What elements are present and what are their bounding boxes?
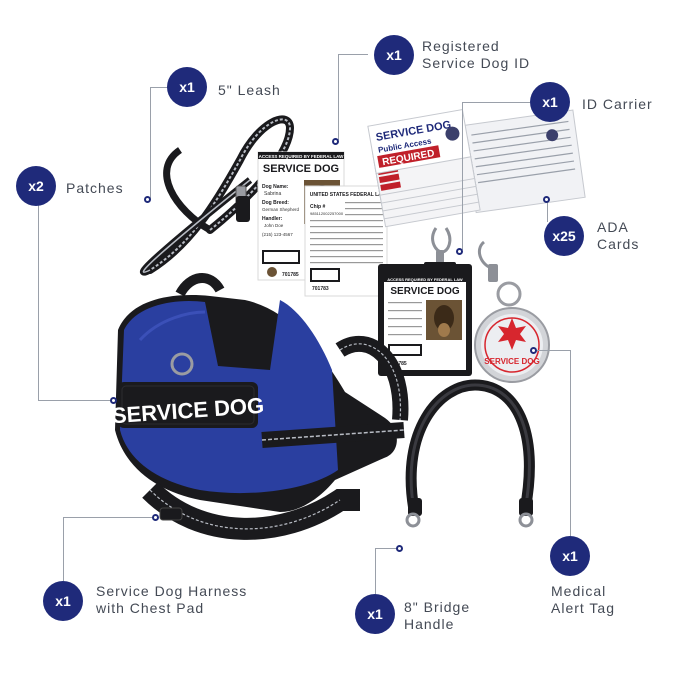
id-carrier-qty-badge: x1 xyxy=(530,82,570,122)
id-carrier-label: ID Carrier xyxy=(582,96,653,112)
leader-dot xyxy=(152,514,159,521)
leader-line xyxy=(375,548,376,594)
id-card-number: 701785 xyxy=(282,272,299,278)
leader-line xyxy=(150,87,151,200)
registered-id-label: Registered Service Dog ID xyxy=(422,38,530,72)
leader-line xyxy=(338,54,339,140)
medical-tag-label: Medical Alert Tag xyxy=(551,583,615,617)
id-back-number: 701783 xyxy=(312,286,329,292)
leader-dot xyxy=(456,248,463,255)
leader-line xyxy=(150,87,174,88)
leader-line xyxy=(462,102,463,250)
bridge-handle-image xyxy=(405,379,535,528)
leash-label: 5" Leash xyxy=(218,82,281,98)
medical-tag-text: SERVICE DOG xyxy=(484,357,539,366)
leader-dot xyxy=(110,397,117,404)
harness-label: Service Dog Harness with Chest Pad xyxy=(96,583,247,617)
leader-line xyxy=(570,350,571,536)
leader-dot xyxy=(530,347,537,354)
id-card-breed-label: Dog Breed: xyxy=(262,200,289,206)
service-dog-id-card-back: UNITED STATES FEDERAL LAW Chip # 9851120… xyxy=(304,185,388,297)
id-card-breed-value: German Shepherd xyxy=(262,207,300,212)
harness-label-line-2: with Chest Pad xyxy=(96,600,205,616)
ada-cards-qty-badge: x25 xyxy=(544,216,584,256)
leader-dot xyxy=(332,138,339,145)
service-dog-harness-image: SERVICE DOG xyxy=(111,273,409,540)
leash-qty-badge: x1 xyxy=(167,67,207,107)
id-back-chip-value: 985112002257000 xyxy=(310,211,344,216)
id-card-handler-value: John Doe xyxy=(264,223,284,228)
leader-line xyxy=(38,400,114,401)
leader-line xyxy=(63,517,156,518)
ada-cards-label: ADA Cards xyxy=(597,219,639,253)
medical-tag-label-line-1: Medical xyxy=(551,583,607,599)
id-card-name-label: Dog Name: xyxy=(262,184,289,190)
id-card-header: ACCESS REQUIRED BY FEDERAL LAW xyxy=(259,154,345,159)
leader-line xyxy=(338,54,368,55)
medical-alert-tag-image: SERVICE DOG xyxy=(474,240,550,383)
bridge-handle-label-line-2: Handle xyxy=(404,616,455,632)
id-card-handler-label: Handler: xyxy=(262,216,283,222)
leader-dot xyxy=(396,545,403,552)
id-card-title: SERVICE DOG xyxy=(263,163,339,175)
medical-tag-label-line-2: Alert Tag xyxy=(551,600,615,616)
ada-cards-label-line-1: ADA xyxy=(597,219,629,235)
harness-label-line-1: Service Dog Harness xyxy=(96,583,248,599)
id-carrier-image: ACCESS REQUIRED BY FEDERAL LAW SERVICE D… xyxy=(378,227,472,376)
leader-line xyxy=(375,548,399,549)
bridge-handle-label-line-1: 8" Bridge xyxy=(404,599,471,615)
registered-id-qty-badge: x1 xyxy=(374,35,414,75)
bridge-handle-label: 8" Bridge Handle xyxy=(404,599,470,633)
leader-line xyxy=(38,204,39,400)
ada-cards-stack: SERVICE DOG Public Access REQUIRED xyxy=(367,108,586,228)
leader-line xyxy=(63,517,64,581)
carrier-card-title: SERVICE DOG xyxy=(390,286,459,297)
registered-id-label-line-1: Registered xyxy=(422,38,500,54)
patches-qty-badge: x2 xyxy=(16,166,56,206)
leader-line xyxy=(547,200,548,222)
medical-tag-qty-badge: x1 xyxy=(550,536,590,576)
patches-label: Patches xyxy=(66,180,124,196)
id-card-phone: (215) 123-4567 xyxy=(262,232,293,237)
ada-cards-label-line-2: Cards xyxy=(597,236,640,252)
id-back-header: UNITED STATES FEDERAL LAW xyxy=(310,192,387,198)
id-back-chip-label: Chip # xyxy=(310,204,325,210)
id-card-name-value: Sabrina xyxy=(264,191,281,197)
leader-dot xyxy=(543,196,550,203)
carrier-card-header: ACCESS REQUIRED BY FEDERAL LAW xyxy=(387,277,463,282)
leader-line xyxy=(462,102,530,103)
bridge-handle-qty-badge: x1 xyxy=(355,594,395,634)
registered-id-label-line-2: Service Dog ID xyxy=(422,55,531,71)
harness-qty-badge: x1 xyxy=(43,581,83,621)
leader-dot xyxy=(144,196,151,203)
leader-line xyxy=(536,350,570,351)
